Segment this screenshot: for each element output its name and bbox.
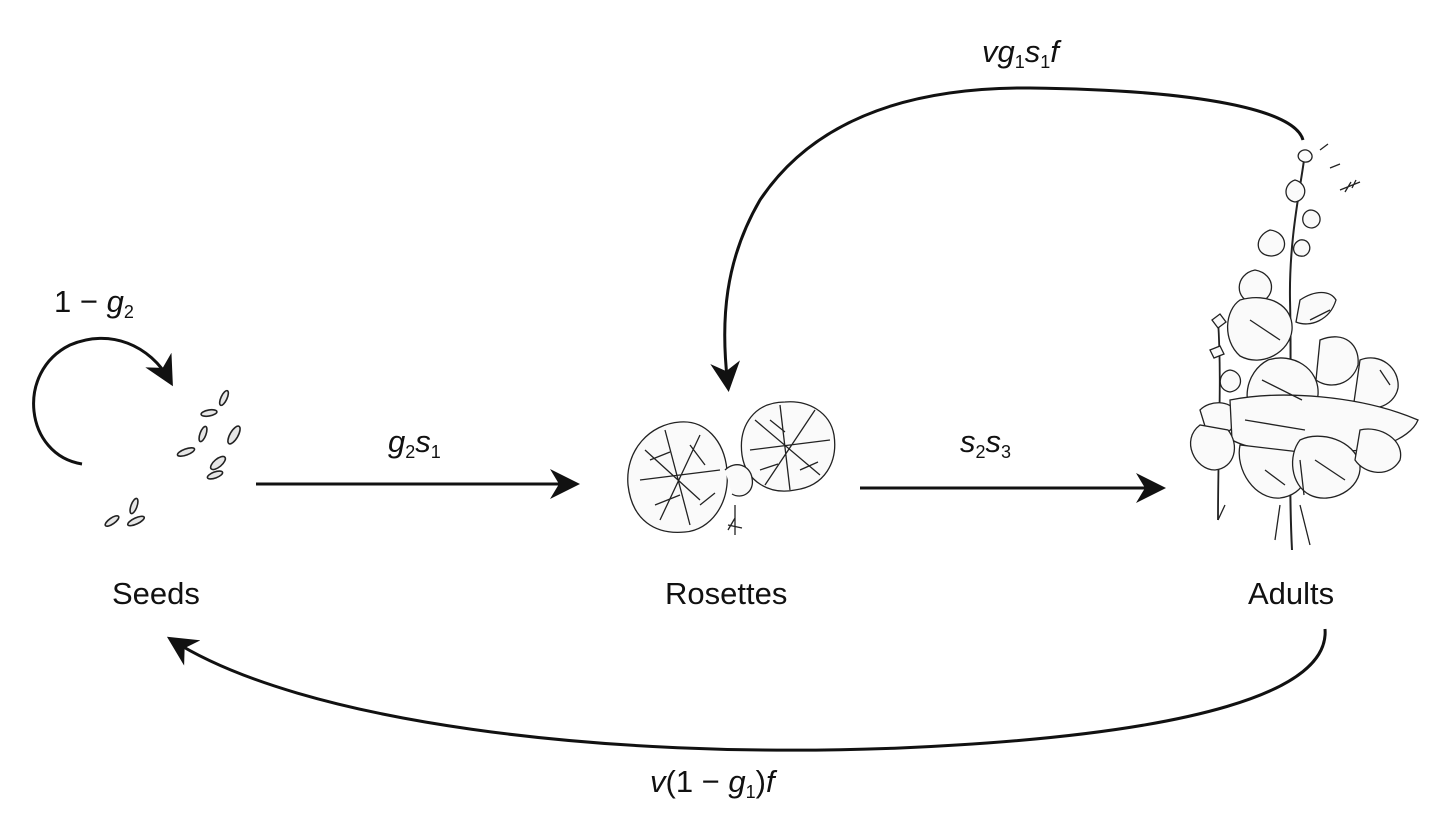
adults-to-rosettes-arrow bbox=[710, 86, 1305, 392]
transition-label-seed-stay: 1 − g2 bbox=[54, 284, 134, 322]
transition-label-adults-to-seeds: v(1 − g1)f bbox=[650, 764, 775, 802]
stage-label-seeds: Seeds bbox=[112, 576, 200, 611]
self-loop-arrow bbox=[32, 336, 173, 466]
rosette-plants-icon bbox=[627, 401, 836, 535]
stage-label-adults: Adults bbox=[1248, 576, 1335, 611]
adults-to-seeds-arrow bbox=[166, 628, 1327, 752]
transition-label-rosettes-to-adults: s2s3 bbox=[960, 424, 1012, 462]
transition-label-adults-to-rosettes: vg1s1f bbox=[982, 34, 1059, 72]
stage-label-rosettes: Rosettes bbox=[665, 576, 788, 611]
seeds-icon bbox=[104, 389, 241, 528]
transition-label-seeds-to-rosettes: g2s1 bbox=[388, 424, 441, 462]
flowering-plant-icon bbox=[1189, 143, 1419, 551]
